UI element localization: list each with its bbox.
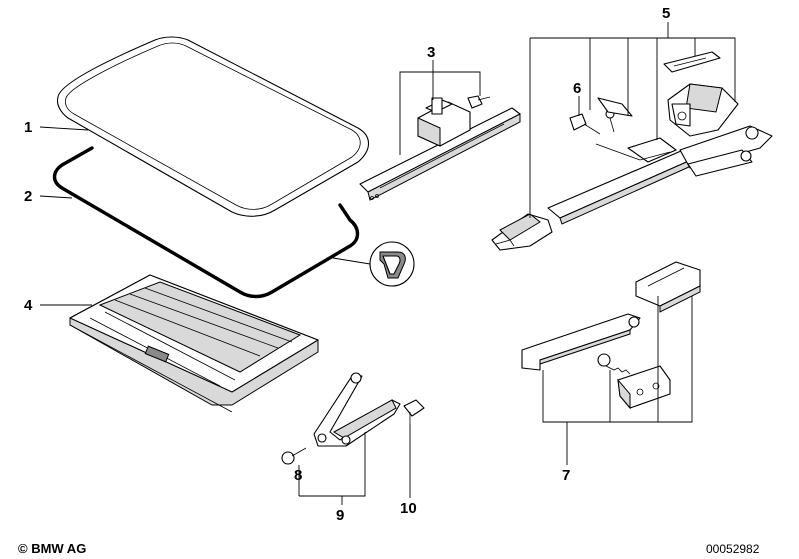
seal[interactable] [52,146,415,299]
callout-4: 4 [24,297,33,314]
drive-mechanism[interactable] [491,51,773,251]
leader-lines [39,22,736,505]
slider-block[interactable] [417,95,491,147]
glass-panel[interactable] [56,36,370,217]
diagram-id: 00052982 [706,542,760,556]
copyright-text: © BMW AG [18,541,86,556]
callout-8: 8 [294,467,302,484]
callout-1: 1 [24,119,32,136]
sunshade-panel[interactable] [69,274,319,413]
callout-5: 5 [662,5,670,22]
callout-10: 10 [400,500,417,517]
callout-3: 3 [427,44,435,61]
guide-shoe[interactable] [617,365,671,410]
guide-clip[interactable] [635,261,701,313]
callout-6: 6 [573,80,581,97]
hinge-arm[interactable] [313,372,401,447]
screw-10[interactable] [403,399,425,424]
callout-9: 9 [336,507,344,524]
callout-2: 2 [24,188,32,205]
screw-7[interactable] [597,353,631,375]
screw-8[interactable] [281,447,307,465]
lever-assembly[interactable] [521,313,641,371]
callout-7: 7 [562,467,570,484]
